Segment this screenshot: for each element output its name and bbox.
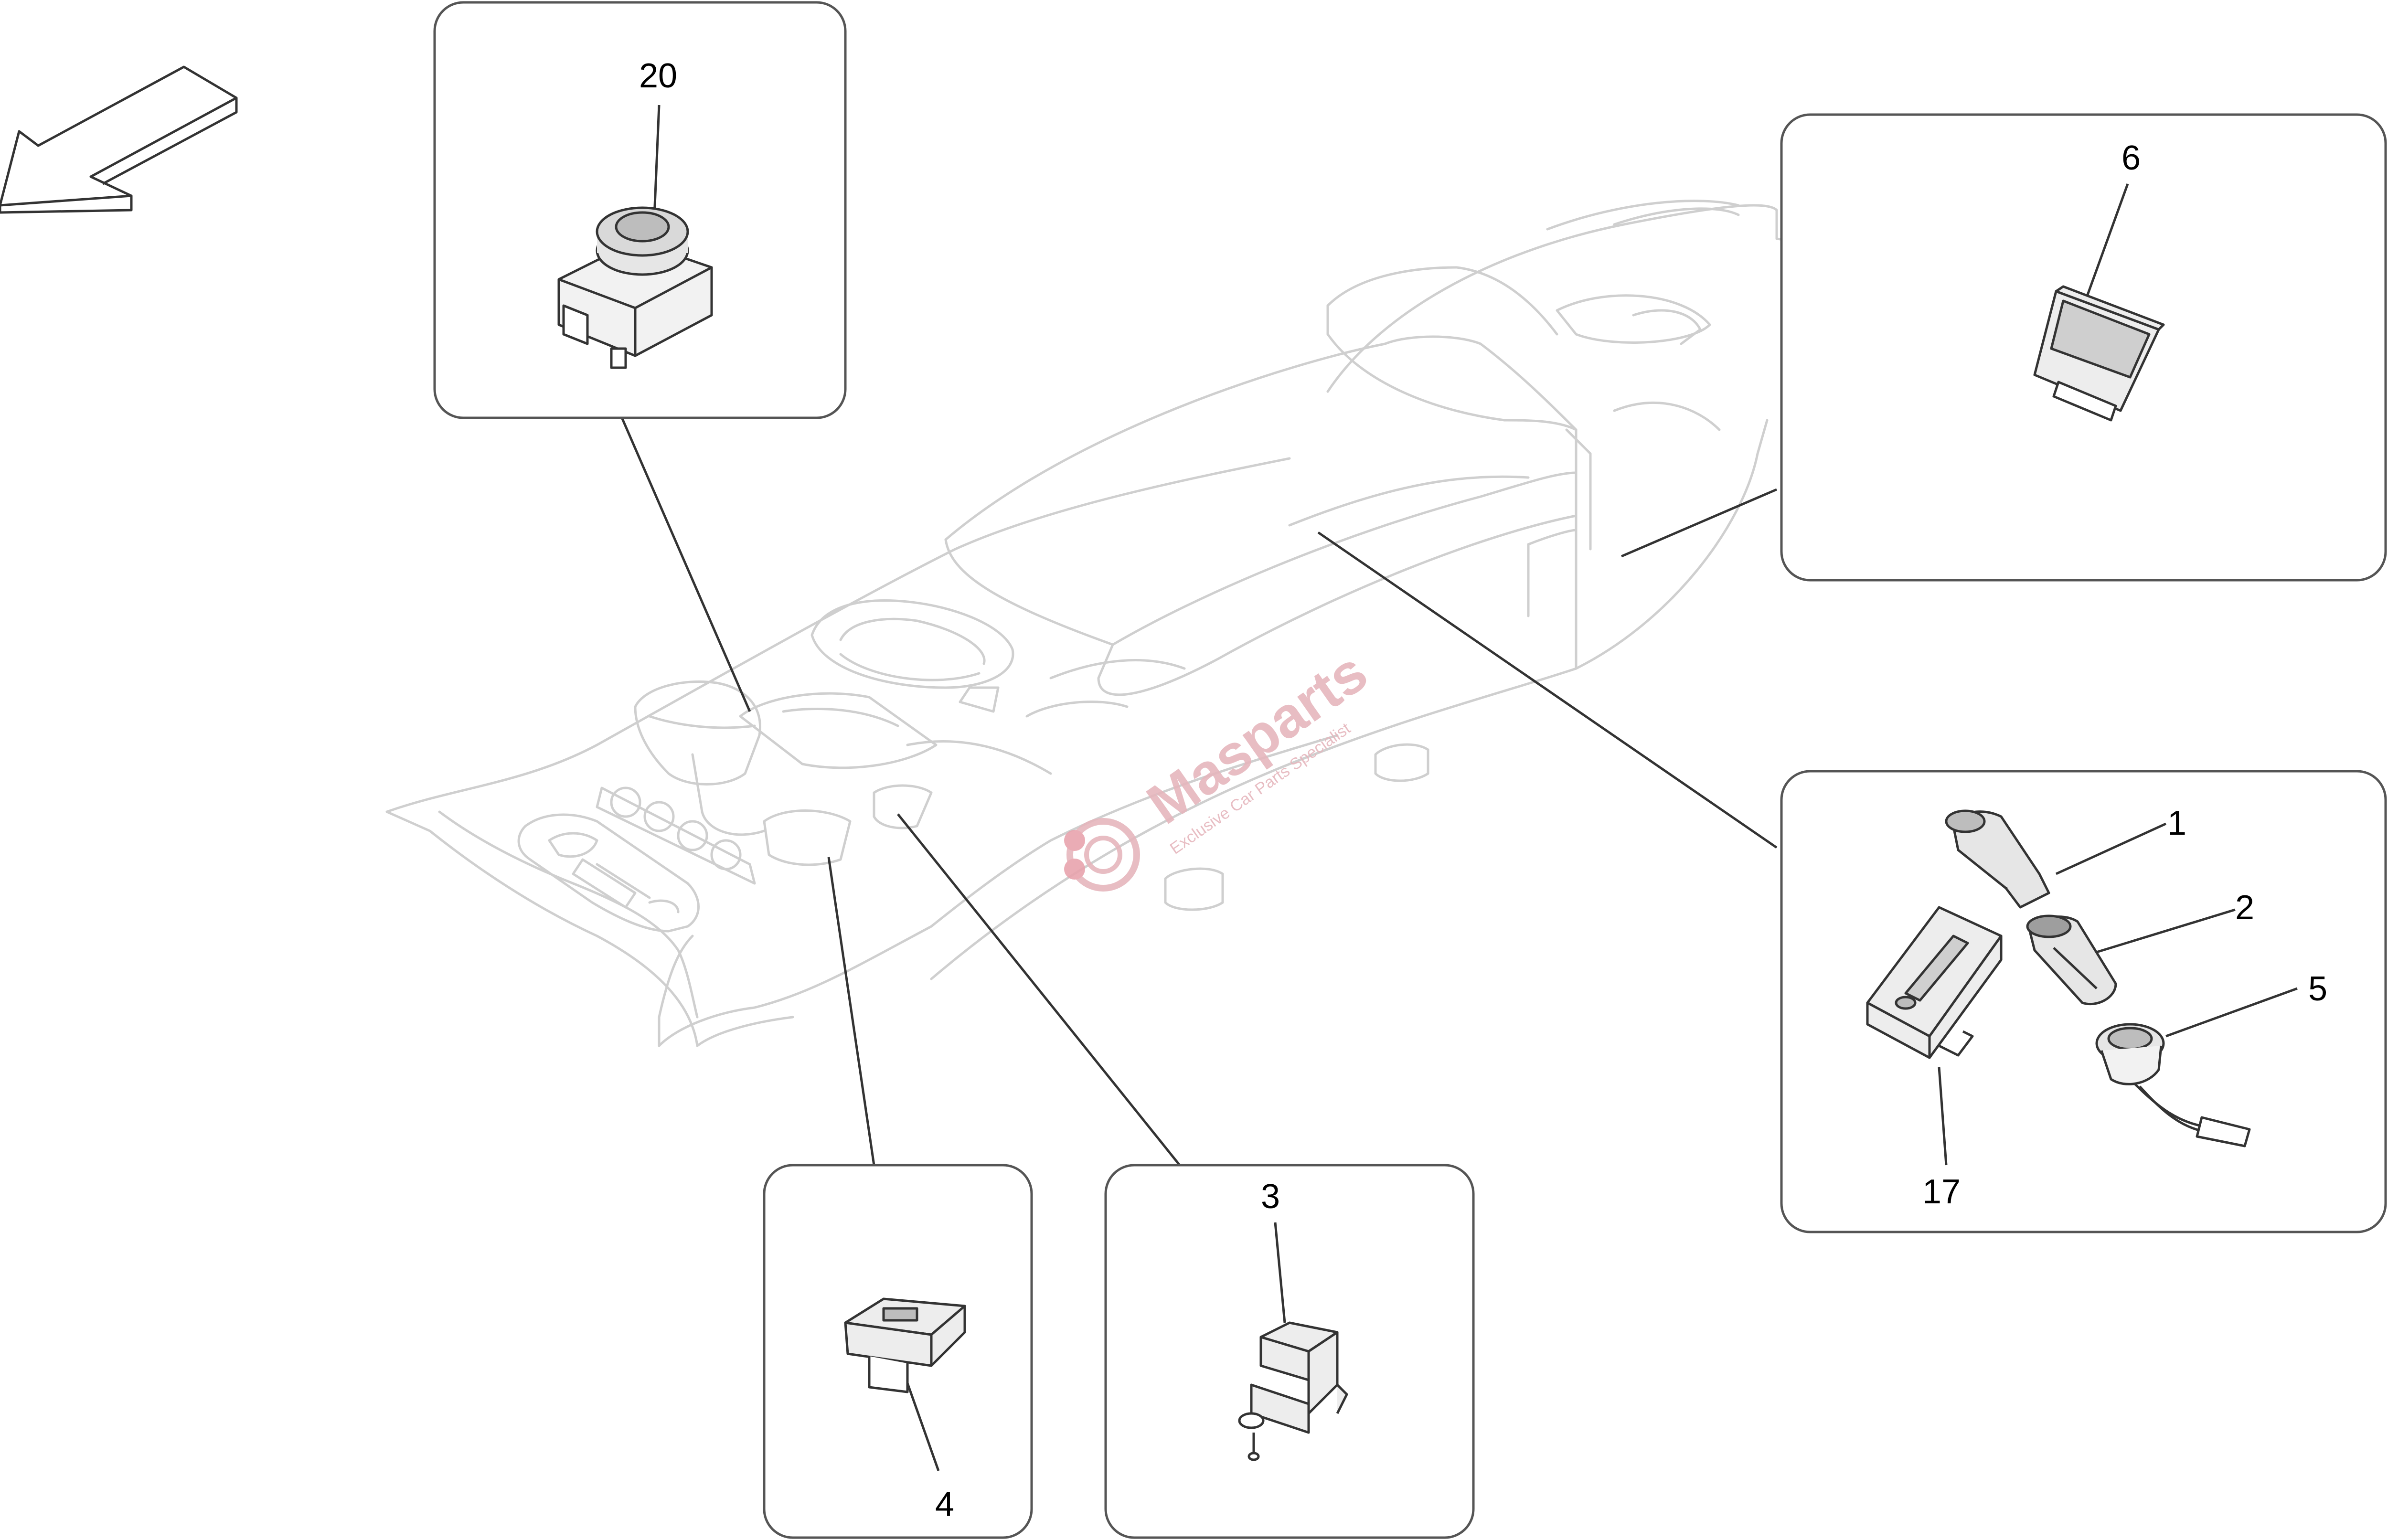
callout-2: 2: [2235, 889, 2254, 927]
part-4-switch-icon: [844, 1297, 966, 1393]
part-1-plug-icon: [1945, 809, 2050, 909]
callout-3: 3: [1261, 1178, 1280, 1216]
part-3-switch-icon: [1238, 1321, 1348, 1461]
center-console-outline: [385, 200, 1936, 1047]
leader-lines: [619, 415, 1778, 1166]
detail-box-6: 6: [1780, 113, 2387, 582]
callout-6: 6: [2121, 139, 2141, 177]
part-20-controller-icon: [557, 206, 713, 369]
callout-1: 1: [2167, 804, 2186, 842]
callout-17: 17: [1922, 1173, 1961, 1211]
detail-box-3: 3: [1104, 1164, 1475, 1539]
watermark-logo-icon: [1064, 818, 1140, 892]
direction-arrow: [0, 65, 238, 214]
detail-box-20: 20: [433, 1, 847, 419]
detail-box-4: 4: [763, 1164, 1033, 1539]
part-6-socket-icon: [2033, 285, 2165, 422]
part-2-socket-icon: [2026, 914, 2117, 1006]
callout-5: 5: [2308, 970, 2327, 1008]
callout-20: 20: [639, 57, 677, 95]
callout-4: 4: [935, 1486, 954, 1524]
part-17-usb-panel-icon: [1866, 906, 2003, 1059]
part-5-harness-icon: [2095, 1023, 2251, 1147]
detail-box-1-2-5-17: 1 2 5 17: [1780, 770, 2387, 1233]
